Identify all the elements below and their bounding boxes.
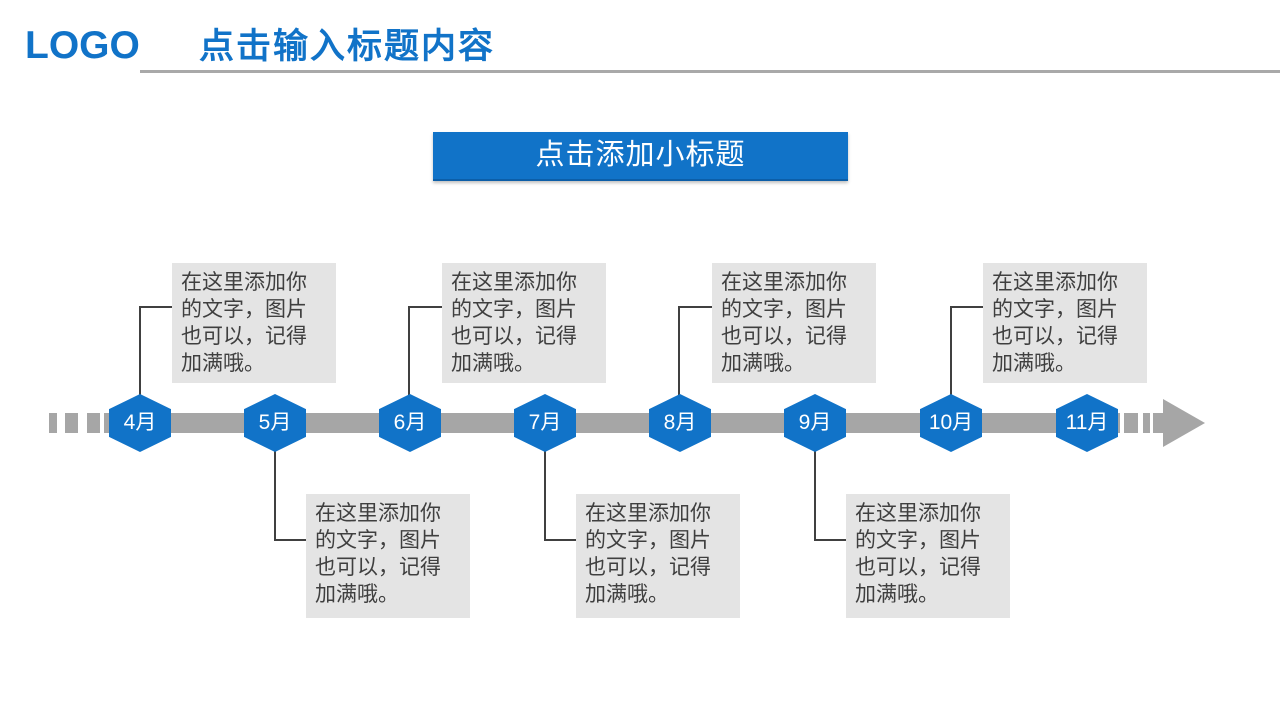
connector-month-4: [139, 306, 173, 308]
text-box-month-7[interactable]: 在这里添加你 的文字，图片 也可以，记得 加满哦。: [576, 494, 740, 618]
timeline-bar: [104, 413, 1120, 433]
connector-month-6: [408, 306, 442, 308]
text-box-month-5[interactable]: 在这里添加你 的文字，图片 也可以，记得 加满哦。: [306, 494, 470, 618]
connector-month-10: [950, 306, 952, 396]
connector-month-10: [950, 306, 984, 308]
connector-month-9: [814, 539, 847, 541]
connector-month-5: [274, 539, 307, 541]
text-box-month-9[interactable]: 在这里添加你 的文字，图片 也可以，记得 加满哦。: [846, 494, 1010, 618]
connector-month-4: [139, 306, 141, 396]
hexagon-month-6[interactable]: 6月: [379, 394, 441, 452]
hexagon-month-7[interactable]: 7月: [514, 394, 576, 452]
text-box-month-8[interactable]: 在这里添加你 的文字，图片 也可以，记得 加满哦。: [712, 263, 876, 383]
timeline-end-dash: [1124, 413, 1138, 433]
hexagon-month-5[interactable]: 5月: [244, 394, 306, 452]
connector-month-8: [678, 306, 712, 308]
connector-month-6: [408, 306, 410, 396]
connector-month-7: [544, 539, 577, 541]
connector-month-9: [814, 450, 816, 541]
page-title-placeholder[interactable]: 点击输入标题内容: [199, 27, 496, 66]
hexagon-month-11[interactable]: 11月: [1056, 394, 1118, 452]
timeline-start-dash: [65, 413, 78, 433]
subtitle-banner[interactable]: 点击添加小标题: [433, 132, 848, 181]
header-underline: [140, 70, 1280, 73]
hexagon-month-9[interactable]: 9月: [784, 394, 846, 452]
hexagon-month-4[interactable]: 4月: [109, 394, 171, 452]
connector-month-8: [678, 306, 680, 396]
hexagon-month-8[interactable]: 8月: [649, 394, 711, 452]
text-box-month-10[interactable]: 在这里添加你 的文字，图片 也可以，记得 加满哦。: [983, 263, 1147, 383]
hexagon-month-10[interactable]: 10月: [920, 394, 982, 452]
connector-month-5: [274, 450, 276, 541]
text-box-month-6[interactable]: 在这里添加你 的文字，图片 也可以，记得 加满哦。: [442, 263, 606, 383]
timeline-end-dash: [1143, 413, 1150, 433]
timeline-start-dash: [49, 413, 57, 433]
text-box-month-4[interactable]: 在这里添加你 的文字，图片 也可以，记得 加满哦。: [172, 263, 336, 383]
timeline-start-dash: [87, 413, 100, 433]
timeline-end-dash: [1153, 413, 1163, 433]
arrow-right-icon: [1163, 399, 1205, 447]
logo: LOGO: [25, 24, 140, 67]
connector-month-7: [544, 450, 546, 541]
